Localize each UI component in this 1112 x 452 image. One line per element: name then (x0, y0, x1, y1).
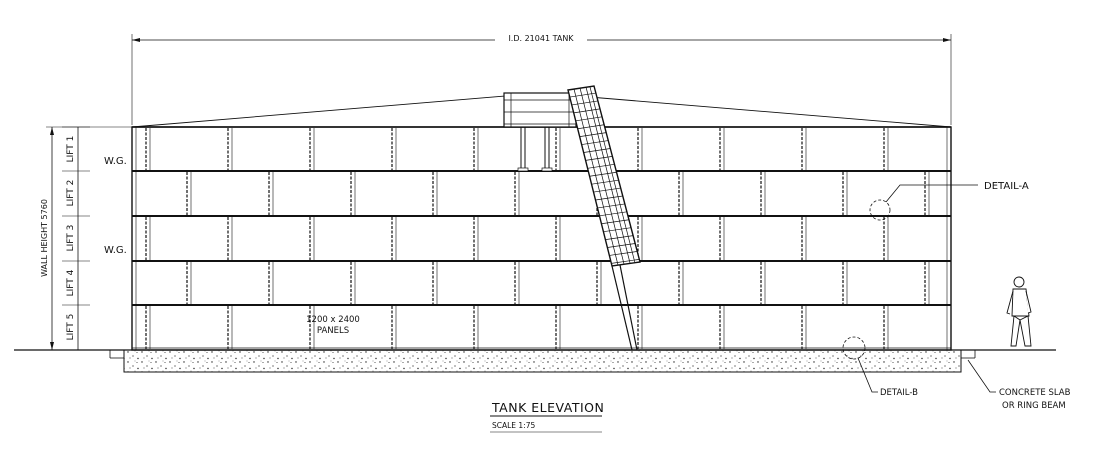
detail-b-marker: DETAIL-B (842, 336, 918, 398)
ladder-hoop (581, 140, 609, 145)
detail-a-label: DETAIL-A (984, 181, 1029, 192)
ladder-hoop (583, 148, 611, 153)
concrete-foundation (109, 349, 976, 373)
panel-size-note: PANELS (317, 326, 349, 336)
foundation-note-line: CONCRETE SLAB (999, 388, 1071, 398)
drawing-title: TANK ELEVATION (491, 400, 604, 415)
ladder-hoop (579, 132, 607, 137)
ladder-hoop (601, 219, 630, 225)
tank-width-dimension: I.D. 21041 TANK (131, 33, 952, 125)
water-gauge-label: W.G. (104, 245, 127, 256)
lift-label: LIFT 3 (66, 225, 76, 252)
ladder-hoop (585, 156, 613, 161)
ladder-hoops (569, 92, 640, 264)
water-gauge-label: W.G. (104, 156, 127, 167)
ladder-hoop (571, 100, 598, 106)
human-scale-figure (1006, 276, 1032, 347)
ladder-hoop (573, 108, 601, 114)
foundation-note-line: OR RING BEAM (1002, 401, 1066, 411)
ladder-hoop (593, 187, 621, 193)
roof-access-platform (503, 92, 577, 172)
lift-label: LIFT 1 (66, 136, 76, 163)
tank-wall (131, 126, 952, 351)
ladder-hoop (609, 251, 638, 256)
ladder-hoop (577, 124, 605, 130)
lift-dimension-column: LIFT 1 LIFT 2 LIFT 3 LIFT 4 LIFT 5 (62, 126, 90, 351)
ladder-hoop (589, 171, 617, 177)
ladder-hoop (605, 235, 634, 240)
tank-diameter-label: I.D. 21041 TANK (508, 34, 574, 43)
ladder-hoop (591, 179, 619, 185)
ladder-hoop (599, 211, 627, 217)
detail-b-label: DETAIL-B (880, 388, 918, 398)
lift-label: LIFT 5 (66, 314, 76, 341)
lift-label: LIFT 4 (66, 269, 76, 296)
ladder-hoop (569, 92, 596, 98)
caged-access-ladder (567, 85, 641, 351)
panel-seams (145, 128, 930, 349)
ladder-hoop (575, 116, 603, 122)
ladder-hoop (611, 259, 640, 264)
panel-size-note: 1200 x 2400 (306, 315, 360, 325)
lift-label: LIFT 2 (66, 180, 76, 207)
ladder-hoop (603, 227, 632, 233)
ladder-hoop (607, 243, 636, 248)
ladder-hoop (597, 203, 625, 209)
ladder-hoop (595, 195, 623, 201)
drawing-title-block: TANK ELEVATION SCALE 1:75 (490, 400, 604, 433)
wall-height-label: WALL HEIGHT 5760 (40, 199, 49, 277)
drawing-scale: SCALE 1:75 (492, 421, 535, 430)
detail-a-marker: DETAIL-A (869, 181, 1029, 221)
foundation-note: CONCRETE SLAB OR RING BEAM (967, 359, 1071, 411)
ladder-hoop (587, 163, 615, 169)
